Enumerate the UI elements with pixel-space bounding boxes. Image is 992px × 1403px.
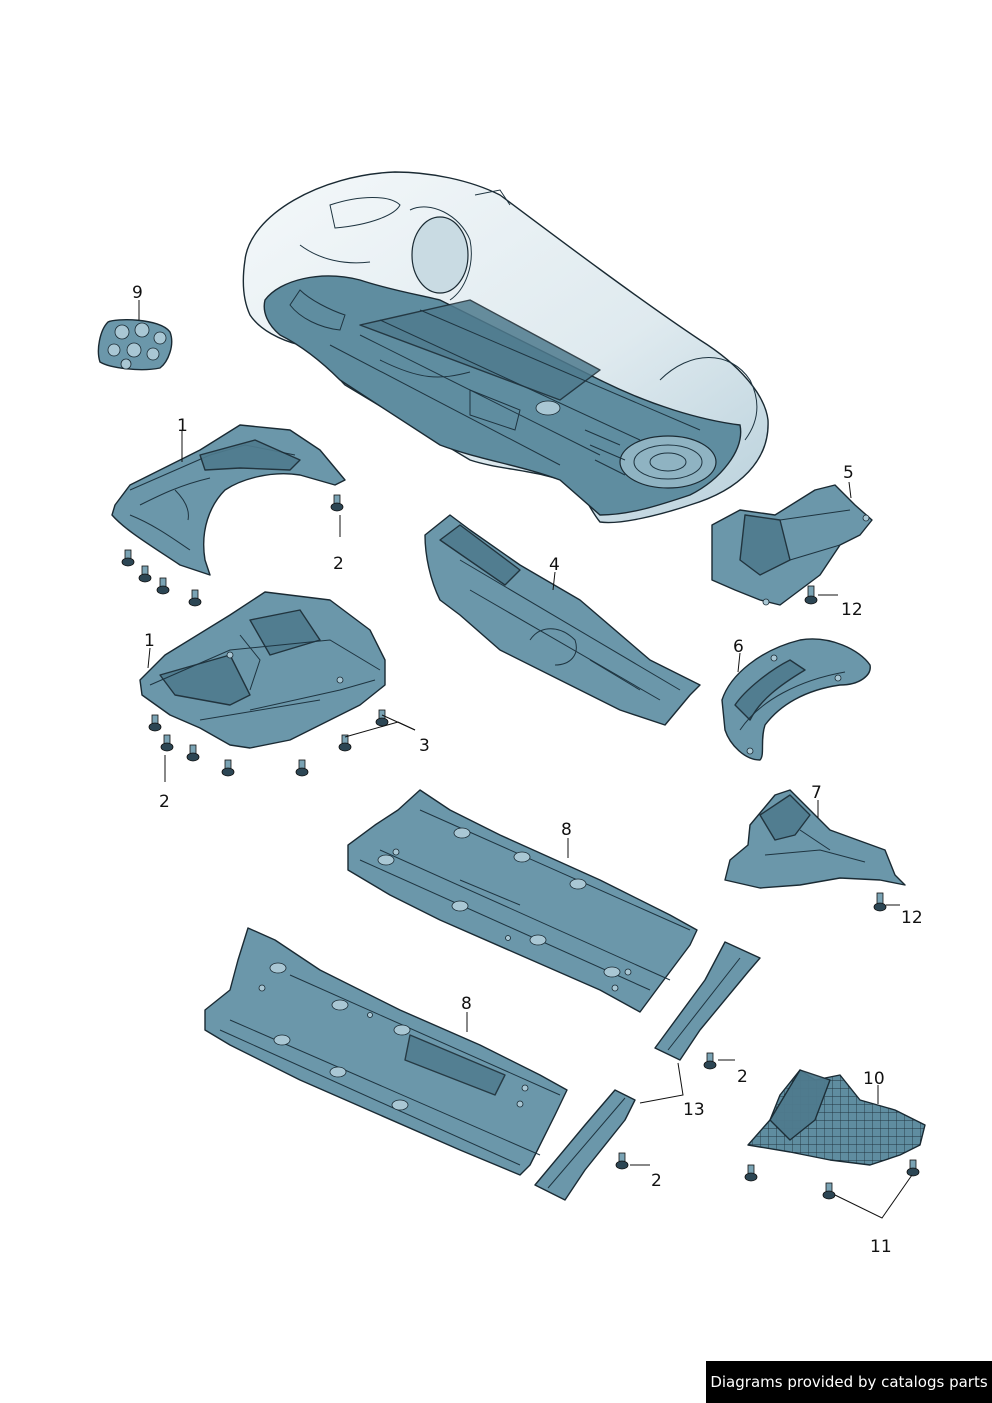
part-13-side-rail-lower xyxy=(534,1089,636,1201)
callout-2-rail-lower: 2 xyxy=(651,1171,662,1191)
callout-9: 9 xyxy=(132,283,143,303)
callout-8-lower: 8 xyxy=(461,994,472,1014)
bolt-part-5 xyxy=(804,585,818,605)
callout-7: 7 xyxy=(811,783,822,803)
callout-13: 13 xyxy=(683,1100,705,1120)
bolt-group-part-10 xyxy=(744,1159,920,1200)
leader-lines xyxy=(138,300,913,1219)
callout-3: 3 xyxy=(419,736,430,756)
part-5-heat-shield xyxy=(711,484,873,606)
part-8-underbody-panel-lower xyxy=(204,927,568,1176)
callout-2-rail-upper: 2 xyxy=(737,1067,748,1087)
callout-4: 4 xyxy=(549,555,560,575)
callout-5: 5 xyxy=(843,463,854,483)
part-10-grid-shield xyxy=(747,1069,926,1166)
part-6-wheel-arch-liner xyxy=(721,638,871,761)
callout-10: 10 xyxy=(863,1069,885,1089)
callout-2-lower-left: 2 xyxy=(159,792,170,812)
callout-labels: 9 1 2 4 5 12 6 1 3 2 7 8 12 8 2 10 13 2 … xyxy=(132,283,923,1257)
part-7-heat-shield-rear xyxy=(724,789,906,889)
callout-11: 11 xyxy=(870,1237,892,1257)
part-8-underbody-panel-upper xyxy=(347,789,698,1013)
bolt-group-rails xyxy=(615,1052,717,1170)
vehicle-underbody xyxy=(242,171,769,524)
part-13-side-rail-upper xyxy=(654,941,761,1061)
part-9-plug-plate xyxy=(97,319,173,371)
footer-text: Diagrams provided by catalogs parts xyxy=(710,1373,988,1391)
bolt-part-7 xyxy=(873,892,887,912)
callout-6: 6 xyxy=(733,637,744,657)
bolt-group-upper xyxy=(121,494,344,607)
callout-1-upper: 1 xyxy=(177,416,188,436)
attribution-footer: Diagrams provided by catalogs parts xyxy=(706,1361,992,1403)
callout-12-lower: 12 xyxy=(901,908,923,928)
callout-8-upper: 8 xyxy=(561,820,572,840)
part-1-upper-engine-guard xyxy=(111,424,346,576)
part-1-lower-engine-guard xyxy=(139,591,386,749)
callout-2-upper: 2 xyxy=(333,554,344,574)
callout-1-lower: 1 xyxy=(144,631,155,651)
part-4-tunnel-cover xyxy=(424,514,701,726)
callout-12-upper: 12 xyxy=(841,600,863,620)
